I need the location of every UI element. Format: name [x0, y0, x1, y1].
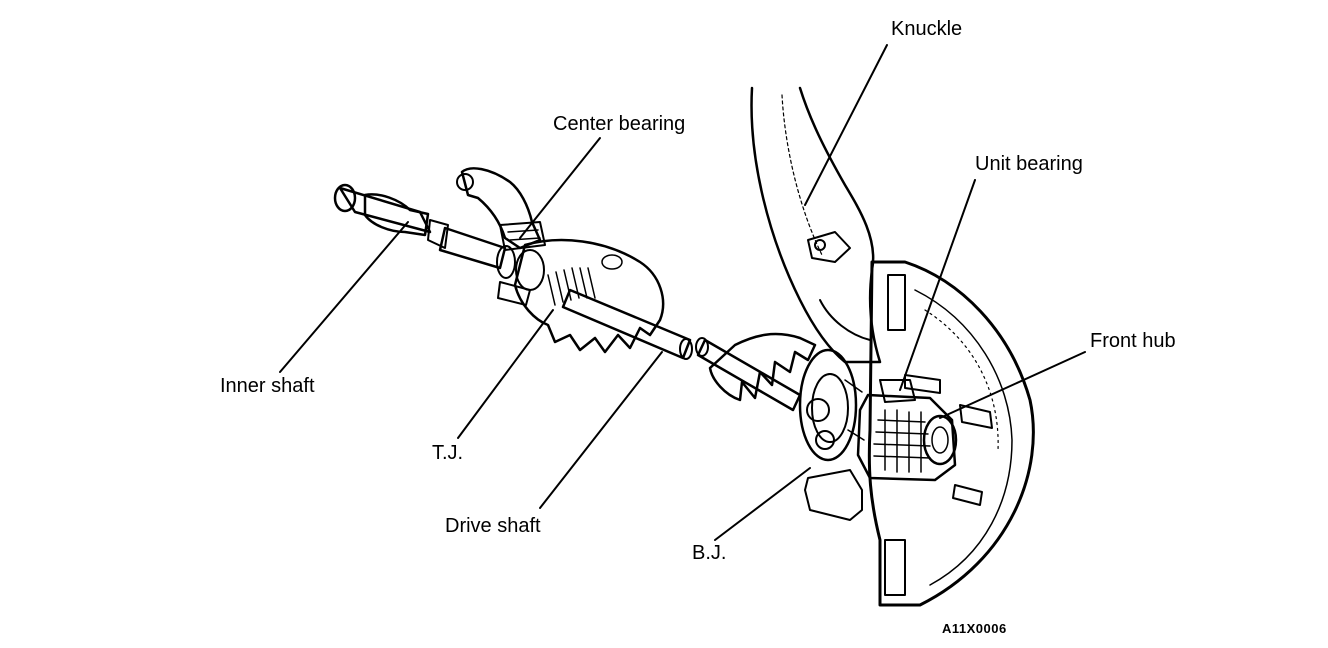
leader-inner-shaft: [279, 221, 409, 373]
leader-unit-bearing: [899, 179, 976, 391]
label-bj: B.J.: [692, 542, 727, 564]
label-drive-shaft: Drive shaft: [445, 515, 541, 537]
front-hub-assembly: [856, 379, 958, 482]
leader-drive-shaft: [539, 351, 663, 509]
label-knuckle: Knuckle: [891, 18, 963, 40]
bj-joint: [708, 332, 865, 521]
leader-tj: [457, 309, 554, 439]
label-inner-shaft: Inner shaft: [220, 375, 315, 397]
label-tj: T.J.: [432, 442, 464, 464]
inner-shaft-part: [333, 183, 516, 279]
drive-shaft-part: [561, 288, 802, 412]
label-front-hub: Front hub: [1090, 330, 1176, 352]
leader-bj: [714, 467, 811, 541]
tj-joint: [497, 238, 665, 354]
knuckle-part: [750, 86, 882, 364]
center-bearing-part: [456, 167, 546, 251]
label-center-bearing: Center bearing: [553, 113, 686, 135]
label-unit-bearing: Unit bearing: [975, 153, 1083, 175]
figure-code: A11X0006: [942, 621, 1007, 636]
brake-disc: [867, 260, 1035, 607]
leader-knuckle: [804, 44, 888, 206]
leader-center-bearing: [519, 137, 601, 239]
leader-lines: [279, 44, 1086, 541]
leader-front-hub: [939, 351, 1086, 419]
